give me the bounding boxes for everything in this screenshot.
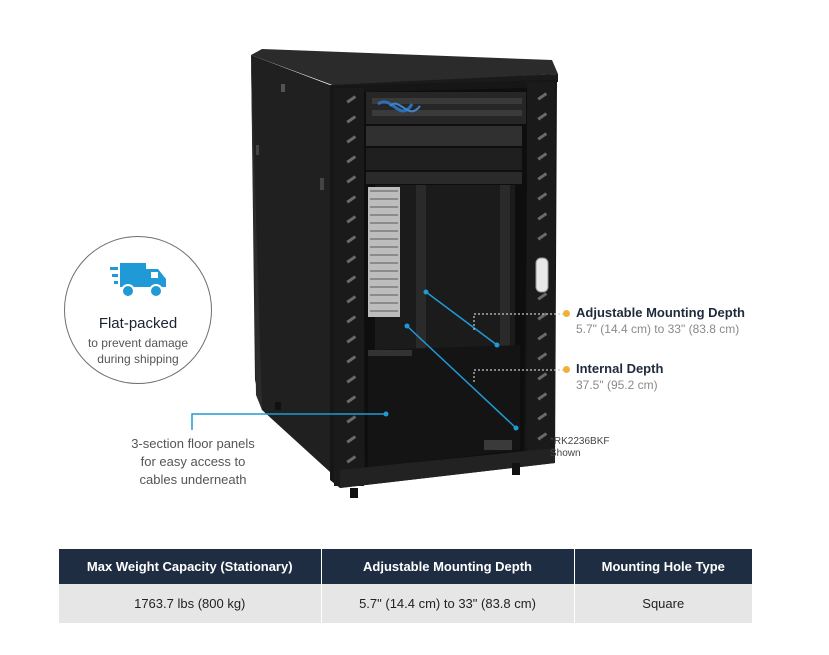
header-mounting-depth: Adjustable Mounting Depth — [321, 549, 575, 584]
badge-title: Flat-packed — [98, 315, 178, 332]
delivery-truck-icon — [110, 263, 166, 298]
mounting-depth-value: 5.7" (14.4 cm) to 33" (83.8 cm) — [576, 322, 740, 336]
floor-panels-line-1: 3-section floor panels — [131, 436, 255, 451]
header-hole-type: Mounting Hole Type — [574, 549, 752, 584]
model-note-line-2: Shown — [550, 448, 581, 459]
cell-hole-type: Square — [574, 584, 752, 623]
floor-panels-line-3: cables underneath — [139, 472, 247, 487]
specs-header-row: Max Weight Capacity (Stationary) Adjusta… — [59, 549, 752, 584]
specs-table: Max Weight Capacity (Stationary) Adjusta… — [59, 549, 752, 623]
cell-mounting-depth: 5.7" (14.4 cm) to 33" (83.8 cm) — [321, 584, 575, 623]
header-max-weight: Max Weight Capacity (Stationary) — [59, 549, 322, 584]
floor-panels-line-2: for easy access to — [140, 454, 246, 469]
internal-depth-value: 37.5" (95.2 cm) — [576, 378, 658, 392]
mounting-depth-dot — [563, 310, 570, 317]
badge-subtitle-line-1: to prevent damage — [87, 336, 189, 350]
cell-max-weight: 1763.7 lbs (800 kg) — [59, 584, 322, 623]
mounting-depth-title: Adjustable Mounting Depth — [576, 305, 745, 320]
floor-panels-note: 3-section floor panels for easy access t… — [118, 435, 268, 489]
internal-depth-title: Internal Depth — [576, 361, 664, 376]
model-note-line-1: *RK2236BKF — [550, 436, 610, 447]
model-shown-note: *RK2236BKF Shown — [550, 436, 609, 460]
badge-subtitle: to prevent damage during shipping — [65, 335, 211, 367]
table-row: 1763.7 lbs (800 kg) 5.7" (14.4 cm) to 33… — [59, 584, 752, 623]
badge-subtitle-line-2: during shipping — [97, 352, 179, 366]
flat-packed-badge: Flat-packed to prevent damage during shi… — [64, 236, 212, 384]
internal-depth-dot — [563, 366, 570, 373]
